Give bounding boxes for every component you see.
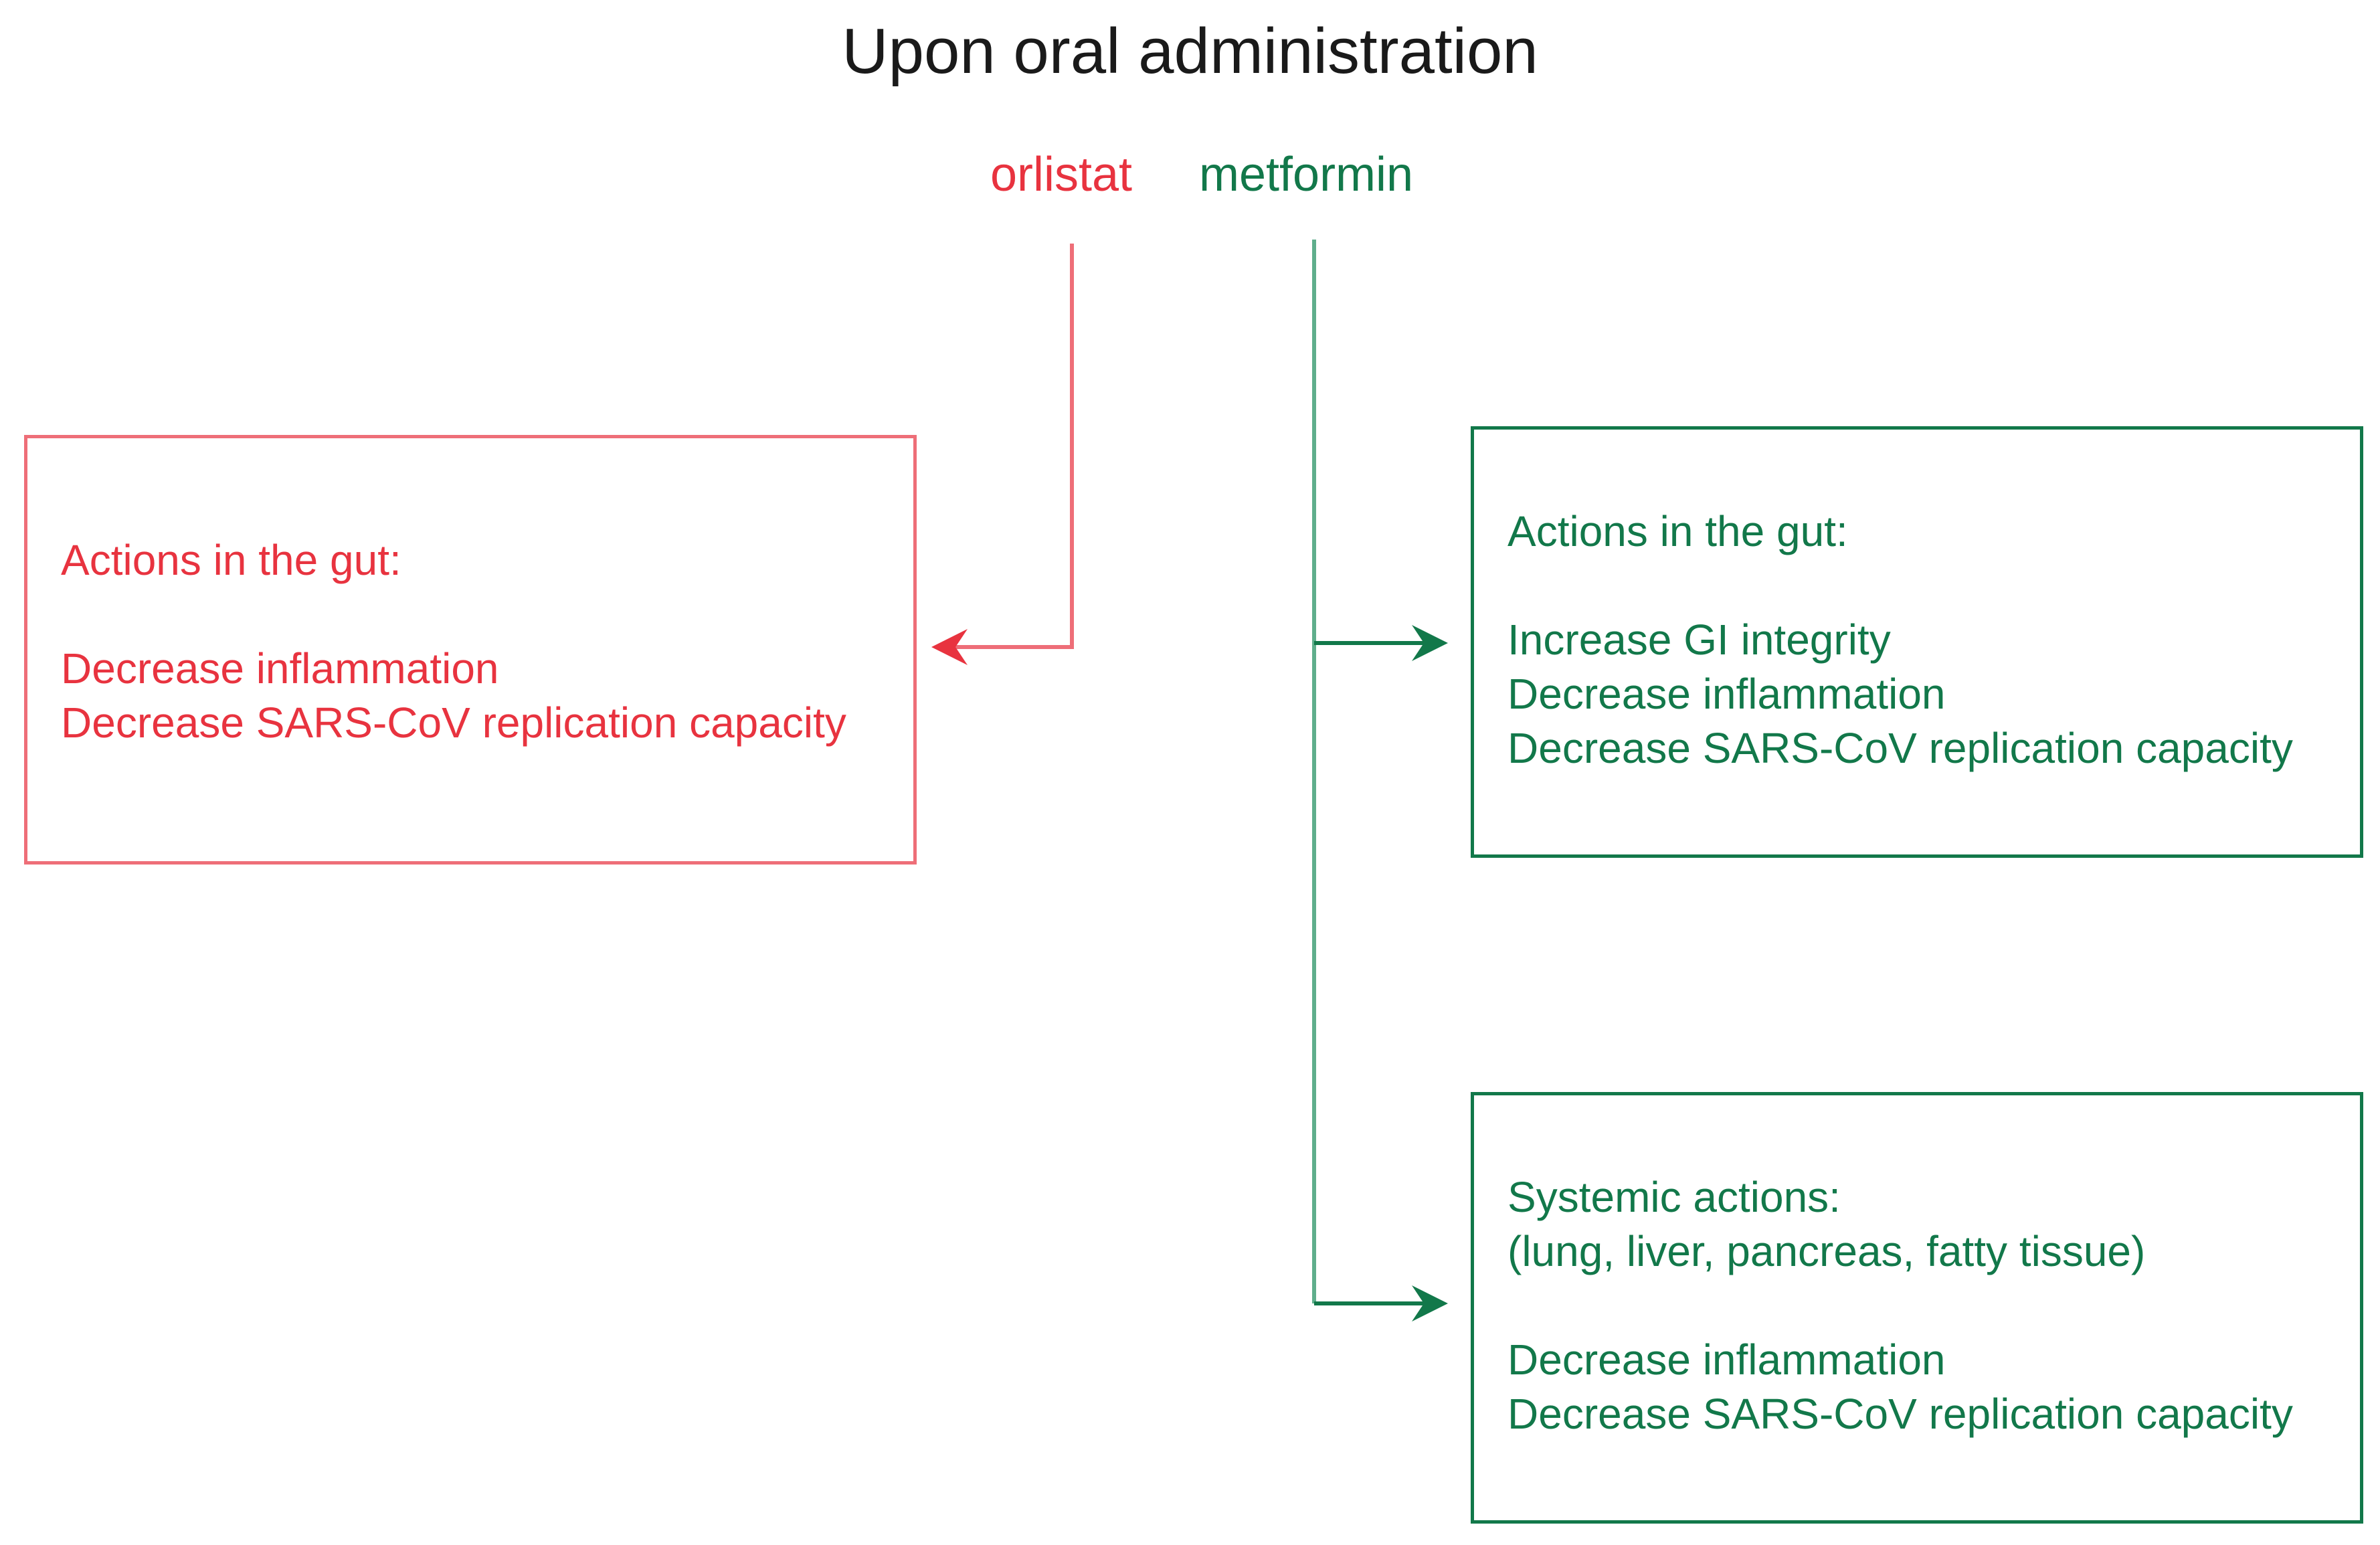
drug-label-orlistat: orlistat <box>990 148 1133 201</box>
box-heading: Actions in the gut: <box>1507 507 1848 555</box>
box-heading: Actions in the gut: <box>61 536 401 584</box>
metformin-gut-actions-box: Actions in the gut: Increase GI integrit… <box>1471 426 2363 858</box>
box-item: Decrease inflammation <box>1507 670 1946 718</box>
box-item: Decrease SARS-CoV replication capacity <box>1507 724 2293 772</box>
metformin-systemic-arrowhead <box>1412 1285 1448 1322</box>
orlistat-gut-actions-box: Actions in the gut: Decrease inflammatio… <box>24 435 917 865</box>
metformin-connector <box>1312 240 1448 1322</box>
metformin-systemic-actions-box: Systemic actions: (lung, liver, pancreas… <box>1471 1092 2363 1524</box>
box-item: Increase GI integrity <box>1507 616 1891 664</box>
metformin-gut-arrowhead <box>1412 625 1448 661</box>
box-item: Decrease SARS-CoV replication capacity <box>1507 1390 2293 1438</box>
box-item: Decrease inflammation <box>61 644 499 693</box>
orlistat-arrowhead <box>931 629 968 665</box>
drug-label-metformin: metformin <box>1199 148 1414 201</box>
box-item: Decrease SARS-CoV replication capacity <box>61 699 846 747</box>
box-subheading: (lung, liver, pancreas, fatty tissue) <box>1507 1227 2146 1275</box>
box-item: Decrease inflammation <box>1507 1336 1946 1384</box>
box-heading: Systemic actions: <box>1507 1173 1841 1221</box>
orlistat-connector-line <box>942 244 1074 649</box>
diagram-title: Upon oral administration <box>842 15 1538 87</box>
orlistat-connector <box>931 244 1074 665</box>
